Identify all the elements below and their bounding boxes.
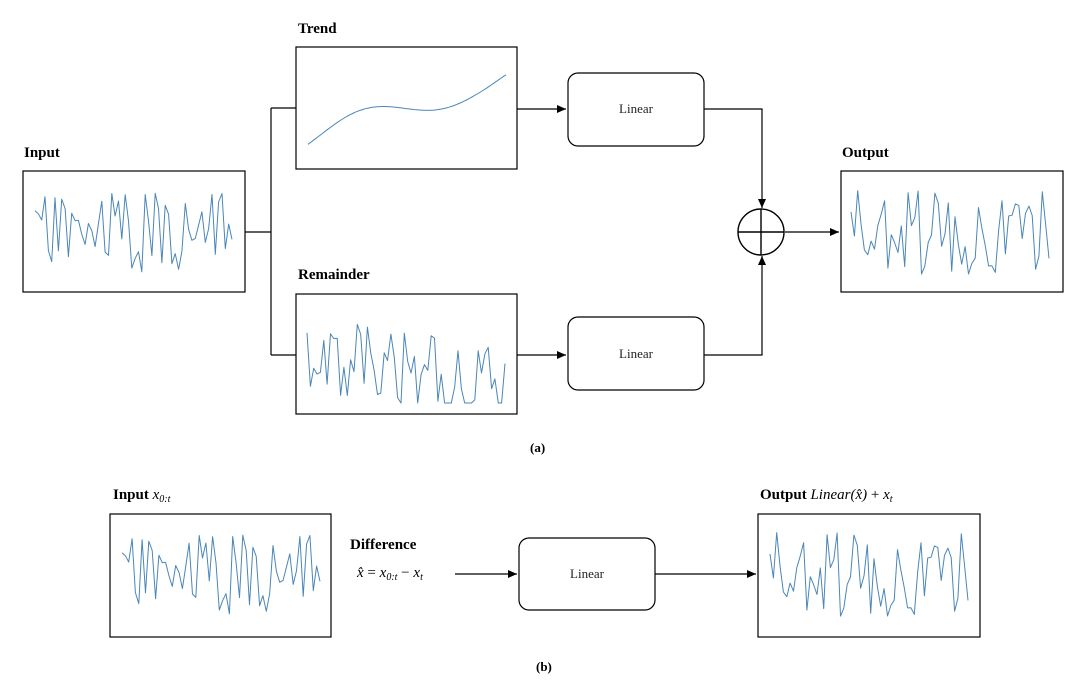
b-input-label-text: Input (113, 487, 149, 503)
trend-label: Trend (298, 21, 337, 37)
output-box (840, 170, 1064, 293)
diff-eq-xt: x (413, 565, 421, 581)
b-input-box (109, 513, 332, 638)
diff-eq-lhs: x̂ (357, 565, 364, 581)
trend-box (295, 46, 518, 170)
b-input-series-line (121, 534, 321, 615)
remainder-series-line (306, 323, 506, 404)
input-label: Input (24, 145, 60, 161)
caption-a: (a) (530, 440, 546, 455)
difference-equation: x̂ = x0:t − xt (357, 565, 423, 583)
input-box (22, 170, 246, 293)
b-input-math-var: x (152, 487, 160, 503)
difference-label: Difference (350, 537, 417, 553)
diff-eq-op1: = (363, 565, 380, 581)
diff-eq-x: x (379, 565, 387, 581)
output-series-line (850, 190, 1050, 275)
diff-eq-op2: − (397, 565, 414, 581)
b-output-series-line (769, 532, 969, 617)
linear-top-label: Linear (619, 101, 653, 116)
circle-plus-icon (737, 208, 785, 256)
linear-bottom-label: Linear (619, 346, 653, 361)
b-input-label: Input x0:t (113, 487, 170, 505)
b-output-math-x: x (883, 487, 890, 503)
b-output-math-fn: Linear (810, 487, 851, 503)
b-output-math-sub: t (889, 494, 893, 505)
output-label: Output (842, 145, 889, 161)
b-input-math-sub: 0:t (159, 494, 171, 505)
b-linear-label: Linear (570, 566, 604, 581)
b-output-math-plus: + (867, 487, 884, 503)
connectors-a (245, 105, 839, 359)
diff-eq-xt-sub: t (420, 572, 423, 583)
b-output-label-text: Output (760, 487, 807, 503)
caption-b: (b) (536, 659, 552, 674)
trend-series-line (307, 74, 507, 145)
diff-eq-sub: 0:t (386, 572, 398, 583)
input-series-line (34, 192, 233, 273)
b-output-label: Output Linear(x̂) + xt (760, 487, 893, 505)
linear-bottom-box (567, 316, 705, 391)
remainder-label: Remainder (298, 267, 370, 283)
b-output-math-arg: (x̂) (850, 487, 868, 503)
